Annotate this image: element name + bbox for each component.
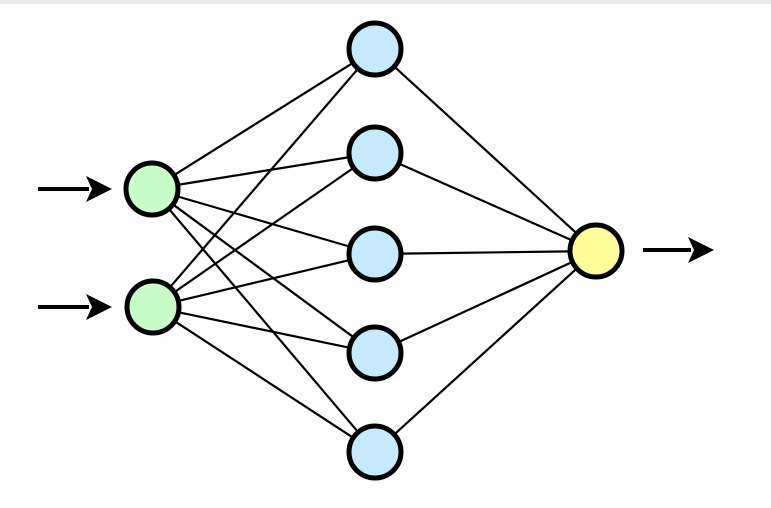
hidden-node-circle[interactable] bbox=[346, 124, 404, 182]
edge-i2-h4 bbox=[176, 310, 352, 350]
edge-i2-h2 bbox=[172, 166, 356, 294]
input-arrow-2 bbox=[38, 294, 112, 320]
node-h2[interactable] bbox=[346, 124, 404, 182]
top-edge-strip bbox=[0, 0, 771, 4]
input-arrow-1 bbox=[38, 176, 112, 202]
node-h4[interactable] bbox=[346, 324, 404, 382]
input-arrow-1-head-icon bbox=[86, 176, 112, 202]
edge-i2-h1 bbox=[168, 66, 360, 290]
edge-i1-h4 bbox=[171, 202, 356, 340]
edge-i2-h3 bbox=[176, 258, 352, 303]
edge-group bbox=[167, 61, 579, 440]
node-i1[interactable] bbox=[123, 160, 181, 218]
output-node-circle[interactable] bbox=[567, 222, 625, 280]
edge-i1-h3 bbox=[174, 194, 353, 249]
node-h3[interactable] bbox=[346, 225, 404, 283]
node-o1[interactable] bbox=[567, 222, 625, 280]
output-arrow-1 bbox=[643, 237, 714, 263]
edge-i1-h2 bbox=[175, 155, 352, 187]
input-node-circle[interactable] bbox=[123, 160, 181, 218]
edge-i2-h5 bbox=[172, 319, 356, 440]
edge-h5-o1 bbox=[392, 266, 579, 437]
edge-i1-h5 bbox=[167, 206, 360, 435]
edge-h4-o1 bbox=[396, 260, 575, 344]
edge-h3-o1 bbox=[398, 250, 573, 255]
edge-i1-h1 bbox=[172, 61, 355, 177]
hidden-node-circle[interactable] bbox=[346, 423, 404, 481]
node-h1[interactable] bbox=[346, 20, 404, 78]
output-arrow-1-head-icon bbox=[688, 237, 714, 263]
hidden-node-circle[interactable] bbox=[346, 20, 404, 78]
hidden-node-circle[interactable] bbox=[346, 225, 404, 283]
hidden-node-circle[interactable] bbox=[346, 324, 404, 382]
input-arrow-2-head-icon bbox=[86, 294, 112, 320]
edge-h2-o1 bbox=[396, 162, 575, 242]
node-group bbox=[123, 20, 625, 481]
input-node-circle[interactable] bbox=[124, 278, 182, 336]
io-arrow-group bbox=[38, 176, 714, 320]
node-i2[interactable] bbox=[124, 278, 182, 336]
edge-h1-o1 bbox=[392, 64, 579, 236]
node-h5[interactable] bbox=[346, 423, 404, 481]
